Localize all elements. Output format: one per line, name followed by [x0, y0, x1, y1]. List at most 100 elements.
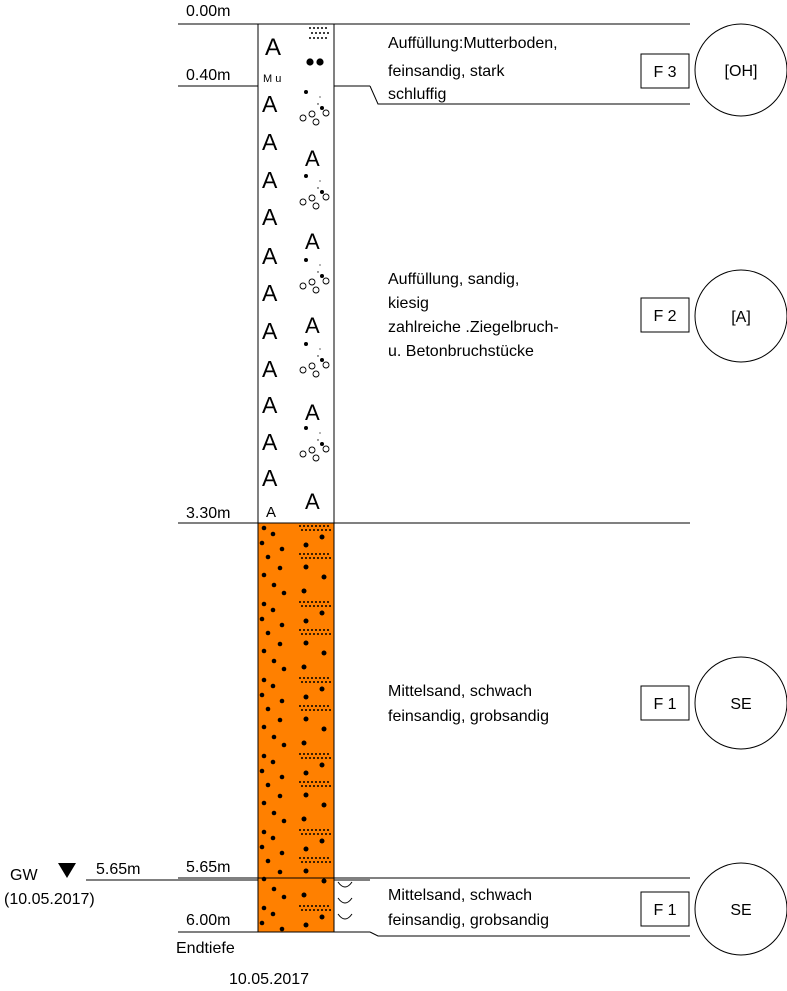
fill-symbol-letter: A — [262, 356, 278, 382]
layer-1-frost-class: F 3 — [653, 64, 676, 81]
topsoil-symbol — [306, 27, 329, 66]
gravel-ring — [308, 278, 316, 286]
layer-4-description-line-2: feinsandig, grobsandig — [388, 912, 549, 929]
layer-1-soil-group: [OH] — [725, 63, 758, 80]
gravel-dot — [304, 342, 308, 346]
fill-symbol-letter: A — [262, 91, 278, 117]
layer-3-description-line-2: feinsandig, grobsandig — [388, 708, 549, 725]
layer-1-frost-box — [640, 53, 690, 89]
layer-2-description-line-1: Auffüllung, sandig, — [388, 271, 519, 288]
boundary-leader-0-40 — [369, 85, 690, 105]
gravel-dot — [319, 96, 321, 98]
gravel-dot — [320, 358, 324, 362]
fill-symbol-letter: A — [305, 489, 320, 514]
fill-symbol-letter: A — [262, 465, 278, 491]
fill-symbol-letter: A — [305, 313, 320, 338]
fill-symbol-letter: A — [265, 34, 281, 61]
gravel-dot — [304, 426, 308, 430]
gravel-ring — [322, 109, 330, 117]
layer-2-description-line-3: zahlreiche .Ziegelbruch- — [388, 319, 559, 336]
gravel-ring — [299, 450, 307, 458]
fill-symbol-letter: A — [305, 146, 320, 171]
gravel-ring — [312, 286, 320, 294]
gravel-dot — [320, 106, 324, 110]
depth-label-0-40: 0.40m — [186, 67, 230, 84]
drilling-date: 10.05.2017 — [229, 971, 309, 988]
layer-2-description: Auffüllung, sandig, kiesig zahlreiche .Z… — [388, 271, 559, 360]
layer-3-soil-group-circle — [694, 656, 787, 750]
gravel-dot — [319, 432, 321, 434]
gravel-dot — [320, 442, 324, 446]
layer-4-soil-group: SE — [730, 902, 751, 919]
gravel-ring — [299, 282, 307, 290]
fill-symbol-letter: A — [262, 243, 278, 269]
groundwater-depth: 5.65m — [96, 861, 140, 878]
layer-2-frost-box — [640, 297, 690, 333]
gravel-ring — [299, 366, 307, 374]
gravel-ring — [312, 202, 320, 210]
end-depth-label: Endtiefe — [176, 940, 235, 957]
layer-1-description: Auffüllung:Mutterboden, feinsandig, star… — [388, 35, 558, 103]
gravel-dot — [317, 103, 319, 105]
layer-2-soil-group-circle — [694, 269, 787, 363]
layer-2-description-line-2: kiesig — [388, 295, 429, 312]
gravel-dot — [320, 274, 324, 278]
fill-symbol-letter: A — [262, 204, 278, 230]
sand-pattern-overlay — [258, 523, 334, 932]
fill-symbol-letter: A — [262, 392, 278, 418]
gravel-dot — [319, 264, 321, 266]
layer-3-frost-box — [640, 685, 690, 721]
fill-symbol-letter: A — [262, 167, 278, 193]
boundary-leader-6-00 — [369, 931, 690, 937]
fill-symbol-letter: A — [305, 400, 320, 425]
gravel-ring — [308, 446, 316, 454]
layer-1-description-line-3: schluffig — [388, 86, 446, 103]
gravel-ring — [308, 362, 316, 370]
layer-3-description: Mittelsand, schwach feinsandig, grobsand… — [388, 683, 549, 725]
layer-2-frost-class: F 2 — [653, 308, 676, 325]
fill-gravel-marks — [299, 90, 330, 462]
groundwater-date: (10.05.2017) — [4, 891, 95, 908]
fill-symbol-letter: A — [262, 129, 278, 155]
depth-label-top: 0.00m — [186, 3, 230, 20]
gravel-dot — [317, 187, 319, 189]
fill-symbol-letter: A — [262, 429, 278, 455]
layer-1-description-line-1: Auffüllung:Mutterboden, — [388, 35, 558, 52]
gravel-ring — [322, 193, 330, 201]
gravel-dot — [319, 180, 321, 182]
layer-3-soil-group: SE — [730, 696, 751, 713]
gravel-dot — [317, 355, 319, 357]
gravel-dot — [317, 271, 319, 273]
wet-soil-marks — [337, 881, 353, 920]
layer-4-frost-box — [640, 891, 690, 927]
layer-3-description-line-1: Mittelsand, schwach — [388, 683, 532, 700]
layer-3-frost-class: F 1 — [653, 696, 676, 713]
depth-label-5-65: 5.65m — [186, 859, 230, 876]
gravel-ring — [312, 454, 320, 462]
gravel-dot — [319, 348, 321, 350]
layer-4-soil-group-circle — [694, 862, 787, 956]
gravel-dot — [304, 258, 308, 262]
gravel-dot — [304, 90, 308, 94]
gravel-dot — [304, 174, 308, 178]
depth-label-3-30: 3.30m — [186, 505, 230, 522]
layer-2-description-line-4: u. Betonbruchstücke — [388, 343, 534, 360]
layer-4-frost-class: F 1 — [653, 902, 676, 919]
groundwater-triangle-icon — [58, 863, 76, 878]
groundwater-label: GW — [10, 867, 38, 884]
fill-symbol-letter: A — [262, 318, 278, 344]
gravel-ring — [308, 110, 316, 118]
gravel-dot — [317, 439, 319, 441]
gravel-ring — [312, 118, 320, 126]
gravel-ring — [322, 361, 330, 369]
layer-1-soil-group-circle — [694, 23, 787, 117]
gravel-ring — [322, 277, 330, 285]
fill-symbol-letter: A — [305, 229, 320, 254]
gravel-ring — [308, 194, 316, 202]
gravel-dot — [320, 190, 324, 194]
gravel-ring — [322, 445, 330, 453]
gravel-ring — [312, 370, 320, 378]
layer-4-description: Mittelsand, schwach feinsandig, grobsand… — [388, 887, 549, 929]
layer-4-description-line-1: Mittelsand, schwach — [388, 887, 532, 904]
